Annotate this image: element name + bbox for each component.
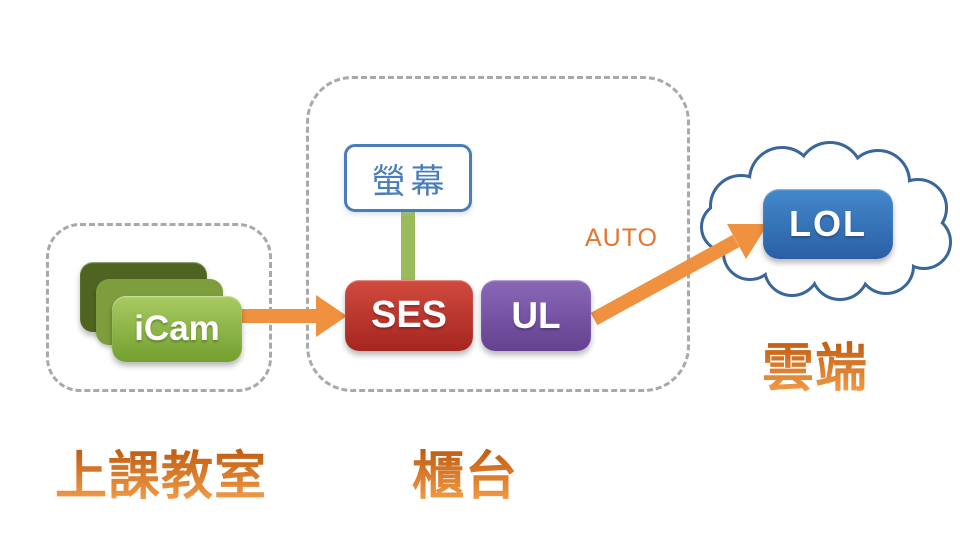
- classroom-caption: 上課教室: [55, 434, 267, 509]
- ses-node: SES: [345, 280, 473, 351]
- ul-label: UL: [511, 294, 561, 336]
- icam-node: iCam: [112, 296, 242, 362]
- icam-label: iCam: [134, 309, 220, 348]
- lol-label: LOL: [789, 203, 867, 244]
- counter-caption: 櫃台: [412, 434, 518, 509]
- lol-node: LOL: [763, 189, 893, 259]
- ul-node: UL: [481, 280, 591, 351]
- ses-label: SES: [370, 294, 448, 336]
- cloud-caption: 雲端: [762, 326, 868, 401]
- screen-node: 螢幕: [344, 144, 472, 212]
- screen-label: 螢幕: [371, 162, 450, 201]
- auto-edge-label: AUTO: [585, 224, 658, 252]
- counter-group-frame: [306, 76, 690, 392]
